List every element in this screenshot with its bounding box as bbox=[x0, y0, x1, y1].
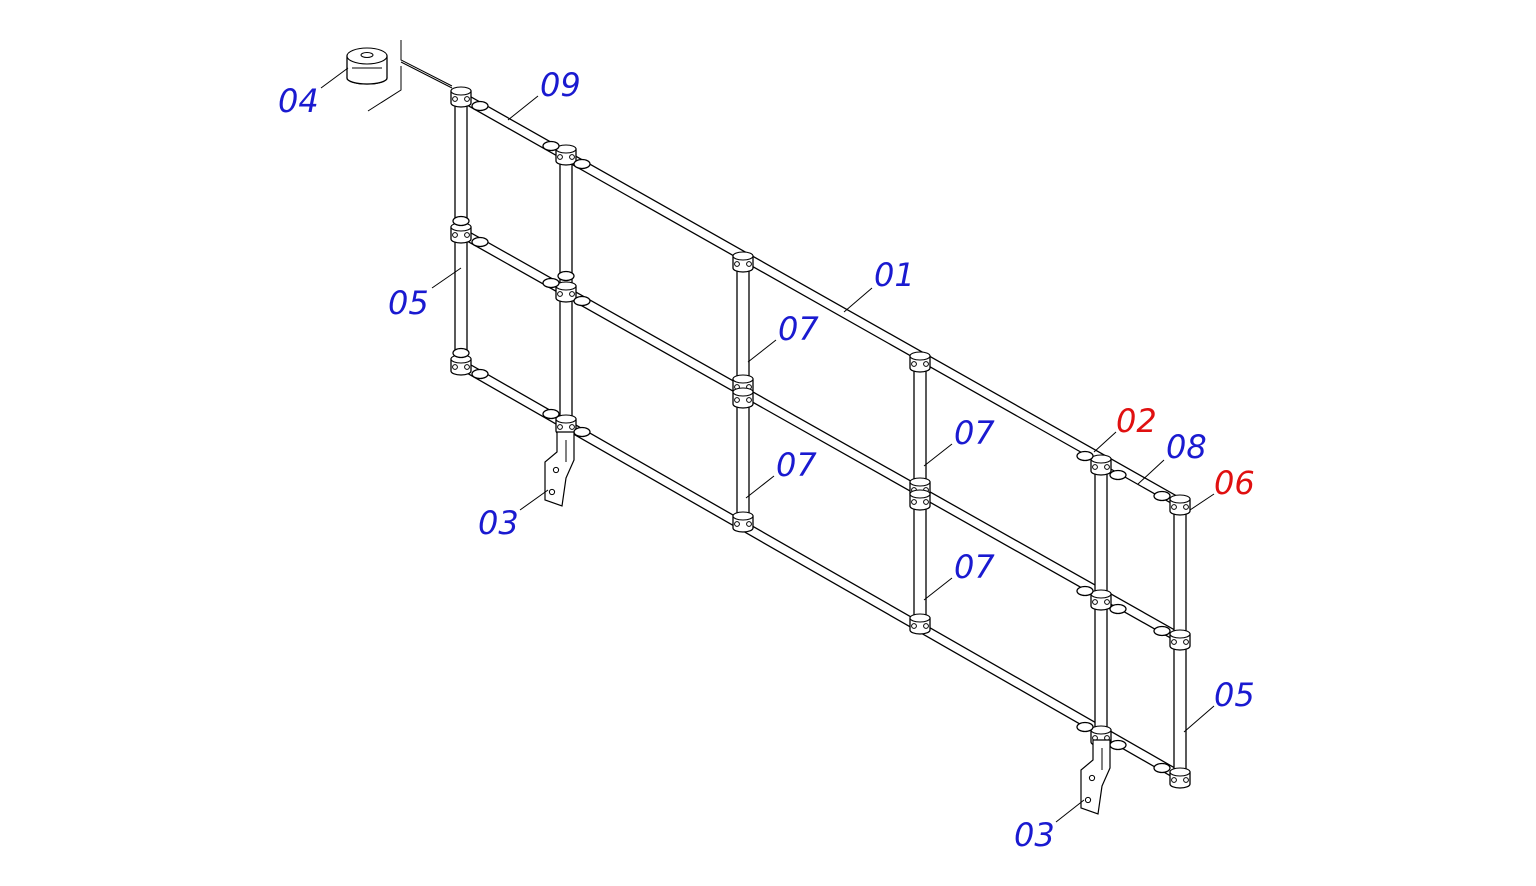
clamp-fitting-16 bbox=[1090, 589, 1112, 611]
sleeve-ring-16 bbox=[1076, 721, 1094, 733]
sleeve-ring-5 bbox=[542, 277, 560, 289]
sleeve-ring-21 bbox=[452, 347, 470, 359]
sleeve-ring-12 bbox=[1153, 490, 1171, 502]
parts-layer bbox=[346, 40, 1111, 815]
clamp-fitting-18 bbox=[1169, 494, 1191, 516]
sleeve-ring-1 bbox=[471, 100, 489, 112]
callout-01: 01 bbox=[874, 256, 915, 294]
callout-05-right: 05 bbox=[1214, 676, 1255, 714]
break-line bbox=[400, 61, 453, 89]
sleeve-ring-4 bbox=[471, 236, 489, 248]
leader-lines bbox=[320, 67, 1215, 823]
clamp-fitting-15 bbox=[1090, 454, 1112, 476]
callout-09: 09 bbox=[540, 66, 581, 104]
sleeve-ring-10 bbox=[1076, 450, 1094, 462]
callout-08: 08 bbox=[1166, 428, 1207, 466]
callout-03-left: 03 bbox=[478, 504, 519, 542]
callout-labels: 04 09 05 01 07 07 07 07 02 08 06 03 03 0… bbox=[278, 66, 1255, 854]
sleeve-ring-6 bbox=[573, 295, 591, 307]
base-plate-left bbox=[544, 431, 575, 507]
callout-05-left: 05 bbox=[388, 284, 429, 322]
base-plate-right bbox=[1080, 739, 1111, 815]
callout-06: 06 bbox=[1214, 464, 1255, 502]
sleeve-ring-8 bbox=[542, 408, 560, 420]
clamp-fitting-7 bbox=[732, 251, 754, 273]
sleeve-ring-20 bbox=[452, 215, 470, 227]
clamp-fitting-20 bbox=[1169, 767, 1191, 789]
callout-02: 02 bbox=[1116, 402, 1157, 440]
sleeve-ring-15 bbox=[1153, 625, 1171, 637]
sleeve-ring-7 bbox=[471, 368, 489, 380]
sleeve-ring-9 bbox=[573, 426, 591, 438]
sleeve-ring-17 bbox=[1109, 739, 1127, 751]
sleeve-ring-2 bbox=[542, 140, 560, 152]
callout-07-a: 07 bbox=[778, 310, 819, 348]
clamp-fitting-14 bbox=[909, 613, 931, 635]
callout-07-d: 07 bbox=[954, 548, 995, 586]
callout-07-b: 07 bbox=[776, 446, 817, 484]
sleeve-ring-19 bbox=[557, 270, 575, 282]
end-plug-part bbox=[346, 47, 388, 85]
tube-layer bbox=[454, 92, 1187, 781]
clamp-fitting-6 bbox=[555, 414, 577, 436]
clamp-fitting-11 bbox=[909, 351, 931, 373]
sleeve-ring-13 bbox=[1076, 585, 1094, 597]
callout-03-right: 03 bbox=[1014, 816, 1055, 854]
clamp-fitting-9 bbox=[732, 387, 754, 409]
sleeve-ring-18 bbox=[1153, 762, 1171, 774]
callout-04: 04 bbox=[278, 82, 319, 120]
clamp-fitting-10 bbox=[732, 511, 754, 533]
clamp-fitting-13 bbox=[909, 489, 931, 511]
break-line bbox=[367, 66, 402, 112]
sleeve-ring-3 bbox=[573, 158, 591, 170]
clamp-layer bbox=[450, 86, 1191, 789]
break-line bbox=[400, 40, 453, 87]
clamp-fitting-19 bbox=[1169, 629, 1191, 651]
sleeve-ring-14 bbox=[1109, 603, 1127, 615]
clamp-fitting-1 bbox=[450, 86, 472, 108]
callout-07-c: 07 bbox=[954, 414, 995, 452]
sleeve-ring-11 bbox=[1109, 469, 1127, 481]
